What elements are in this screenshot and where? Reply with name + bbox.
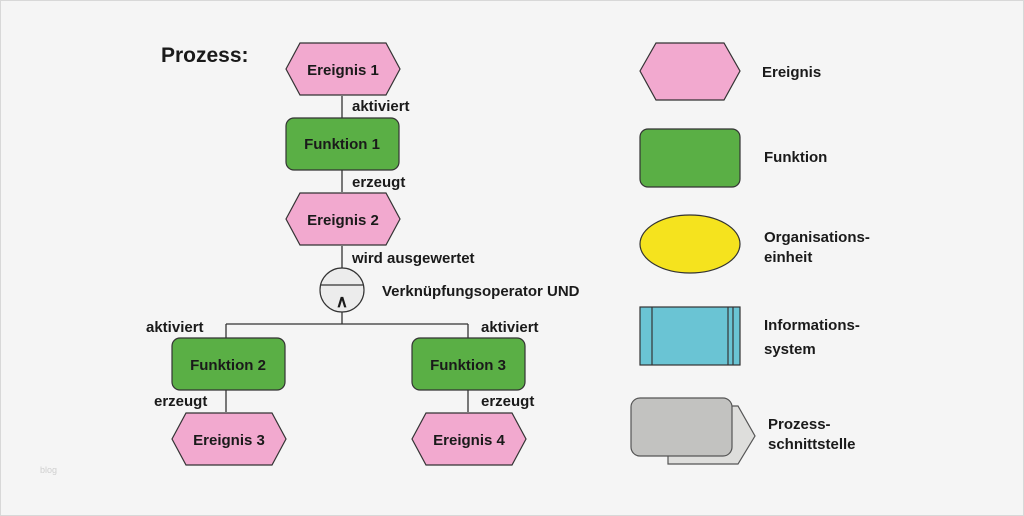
diagram-title: Prozess: bbox=[161, 44, 249, 67]
legend-label: Ereignis bbox=[762, 64, 821, 81]
informationssystem-shape-icon bbox=[639, 306, 741, 366]
ereignis-shape-icon bbox=[639, 42, 741, 101]
event-ereignis-2: Ereignis 2 bbox=[285, 192, 401, 246]
function-funktion-2: Funktion 2 bbox=[171, 337, 286, 391]
event-label: Ereignis 4 bbox=[433, 432, 505, 449]
event-label: Ereignis 3 bbox=[193, 432, 265, 449]
edge-label-erzeugt-left: erzeugt bbox=[154, 393, 207, 410]
legend-label-line2: system bbox=[764, 341, 816, 358]
function-label: Funktion 3 bbox=[430, 357, 506, 374]
edge-label-wird-ausgewertet: wird ausgewertet bbox=[351, 250, 475, 267]
operator-label: Verknüpfungsoperator UND bbox=[382, 283, 580, 300]
edge-label-aktiviert-left: aktiviert bbox=[146, 319, 204, 336]
legend-label-line1: Informations- bbox=[764, 317, 860, 334]
legend-label: Funktion bbox=[764, 149, 827, 166]
connector-lines bbox=[225, 96, 469, 412]
event-label: Ereignis 2 bbox=[307, 212, 379, 229]
and-symbol: ∧ bbox=[336, 292, 348, 311]
legend-item-ereignis: Ereignis bbox=[639, 42, 821, 101]
edge-label-aktiviert-right: aktiviert bbox=[481, 319, 539, 336]
legend-item-funktion: Funktion bbox=[639, 128, 827, 188]
and-operator: ∧ bbox=[319, 267, 365, 313]
event-ereignis-4: Ereignis 4 bbox=[411, 412, 527, 466]
event-label: Ereignis 1 bbox=[307, 62, 379, 79]
function-label: Funktion 2 bbox=[190, 357, 266, 374]
legend-label-line2: schnittstelle bbox=[768, 436, 856, 453]
legend-label-line1: Organisations- bbox=[764, 229, 870, 246]
prozessschnittstelle-shape-icon bbox=[630, 397, 733, 457]
legend: Ereignis Funktion Organisations- einheit… bbox=[630, 42, 870, 465]
function-funktion-3: Funktion 3 bbox=[411, 337, 526, 391]
event-ereignis-1: Ereignis 1 bbox=[285, 42, 401, 96]
legend-label-line1: Prozess- bbox=[768, 416, 831, 433]
organisation-shape-icon bbox=[639, 214, 741, 274]
event-ereignis-3: Ereignis 3 bbox=[171, 412, 287, 466]
function-label: Funktion 1 bbox=[304, 136, 380, 153]
legend-item-prozessschnittstelle: Prozess- schnittstelle bbox=[630, 397, 856, 465]
legend-item-organisationseinheit: Organisations- einheit bbox=[639, 214, 870, 274]
watermark: blog bbox=[40, 465, 57, 475]
edge-label-erzeugt: erzeugt bbox=[352, 174, 405, 191]
legend-label-line2: einheit bbox=[764, 249, 812, 266]
funktion-shape-icon bbox=[639, 128, 741, 188]
legend-item-informationssystem: Informations- system bbox=[639, 306, 860, 366]
edge-label-aktiviert: aktiviert bbox=[352, 98, 410, 115]
function-funktion-1: Funktion 1 bbox=[285, 117, 400, 171]
edge-label-erzeugt-right: erzeugt bbox=[481, 393, 534, 410]
